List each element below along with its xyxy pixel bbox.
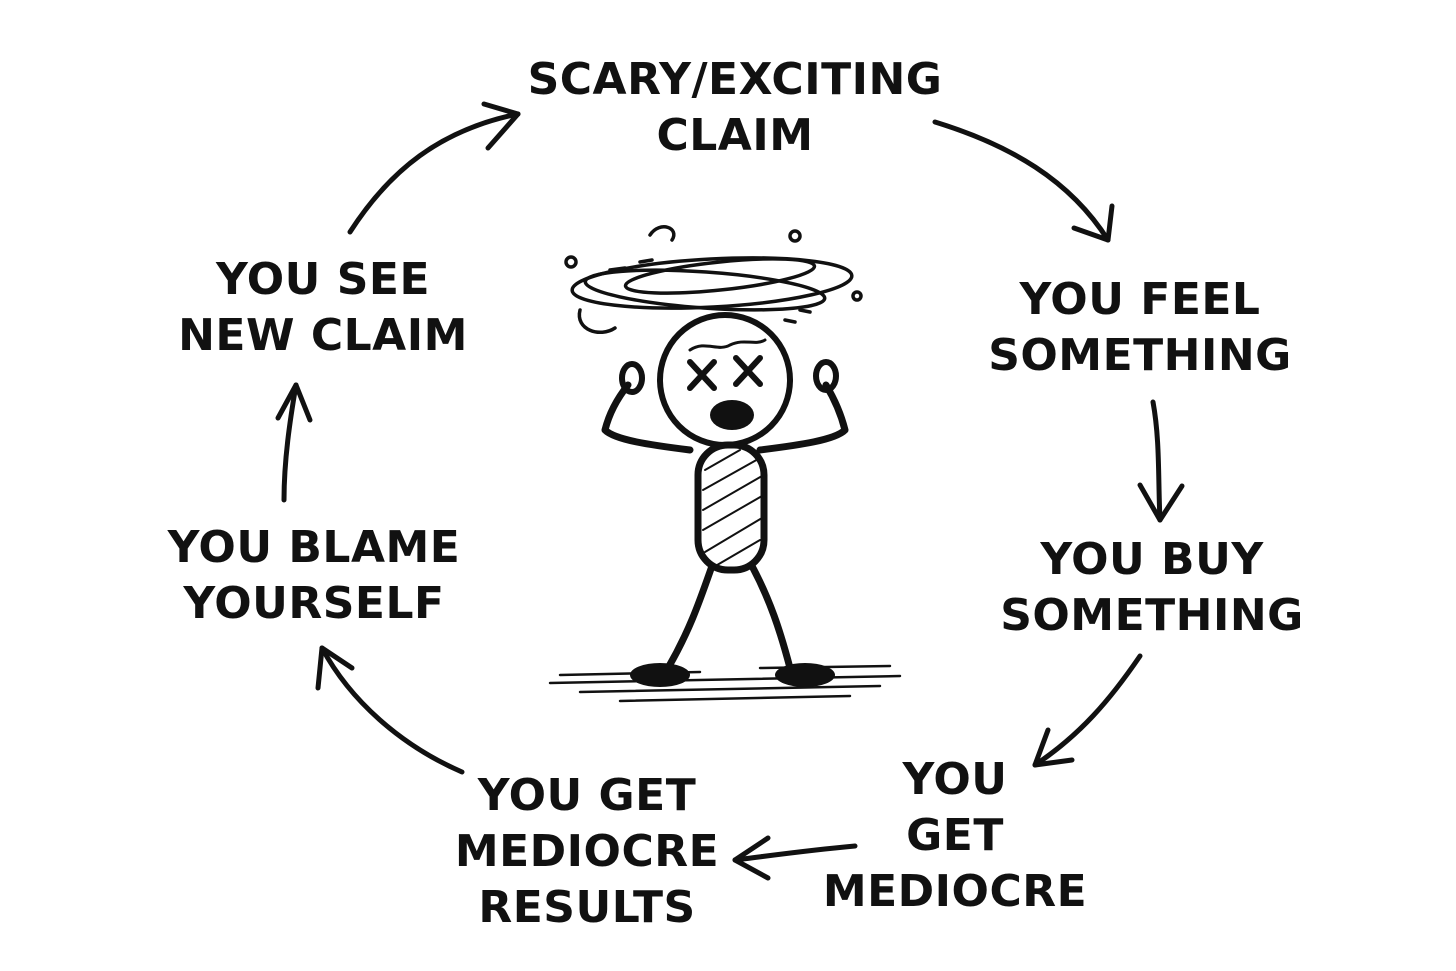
node-line: CLAIM: [656, 110, 814, 161]
arrow-claim-to-feel: [932, 119, 1115, 243]
open-mouth: [710, 400, 754, 430]
dizzy-eyes: [687, 355, 763, 391]
ground-shadow: [548, 664, 902, 703]
dizzy-swirl: [564, 225, 863, 334]
figure-legs: [664, 562, 794, 672]
node-line: YOU FEEL: [1019, 274, 1261, 325]
worry-brow: [688, 338, 767, 352]
node-you-get-mediocre: YOU GET MEDIOCRE: [823, 752, 1087, 920]
node-line: YOURSELF: [183, 578, 445, 629]
node-line: SOMETHING: [988, 330, 1292, 381]
node-line: YOU SEE: [215, 254, 431, 305]
figure-torso: [694, 441, 768, 574]
arrow-buy-to-mediocre: [1032, 653, 1143, 768]
figure-arms: [601, 381, 849, 454]
dizzy-stick-figure: [548, 225, 902, 703]
node-line: YOU BLAME: [167, 522, 461, 573]
node-you-see-new-claim: YOU SEE NEW CLAIM: [178, 252, 468, 364]
figure-feet: [630, 663, 835, 687]
node-line: GET: [906, 810, 1004, 861]
node-scary-exciting-claim: SCARY/EXCITING CLAIM: [528, 52, 943, 164]
figure-fists: [619, 359, 839, 395]
node-line: MEDIOCRE: [822, 866, 1088, 917]
node-line: SCARY/EXCITING: [527, 54, 943, 105]
node-you-feel-something: YOU FEEL SOMETHING: [988, 272, 1292, 384]
node-line: MEDIOCRE: [454, 826, 720, 877]
node-line: SOMETHING: [1000, 590, 1304, 641]
node-line: RESULTS: [478, 882, 696, 933]
node-line: YOU: [902, 754, 1008, 805]
node-you-get-mediocre-results: YOU GET MEDIOCRE RESULTS: [455, 768, 719, 936]
node-you-buy-something: YOU BUY SOMETHING: [1000, 532, 1304, 644]
arrow-see-to-claim: [347, 101, 521, 235]
node-line: YOU GET: [477, 770, 697, 821]
node-line: YOU BUY: [1040, 534, 1264, 585]
arrow-feel-to-buy: [1137, 399, 1185, 523]
arrow-results-to-blame: [315, 645, 465, 775]
arrow-mediocre-to-results: [732, 835, 858, 881]
arrow-blame-to-see: [275, 382, 313, 503]
node-line: NEW CLAIM: [178, 310, 468, 361]
node-you-blame-yourself: YOU BLAME YOURSELF: [168, 520, 461, 632]
